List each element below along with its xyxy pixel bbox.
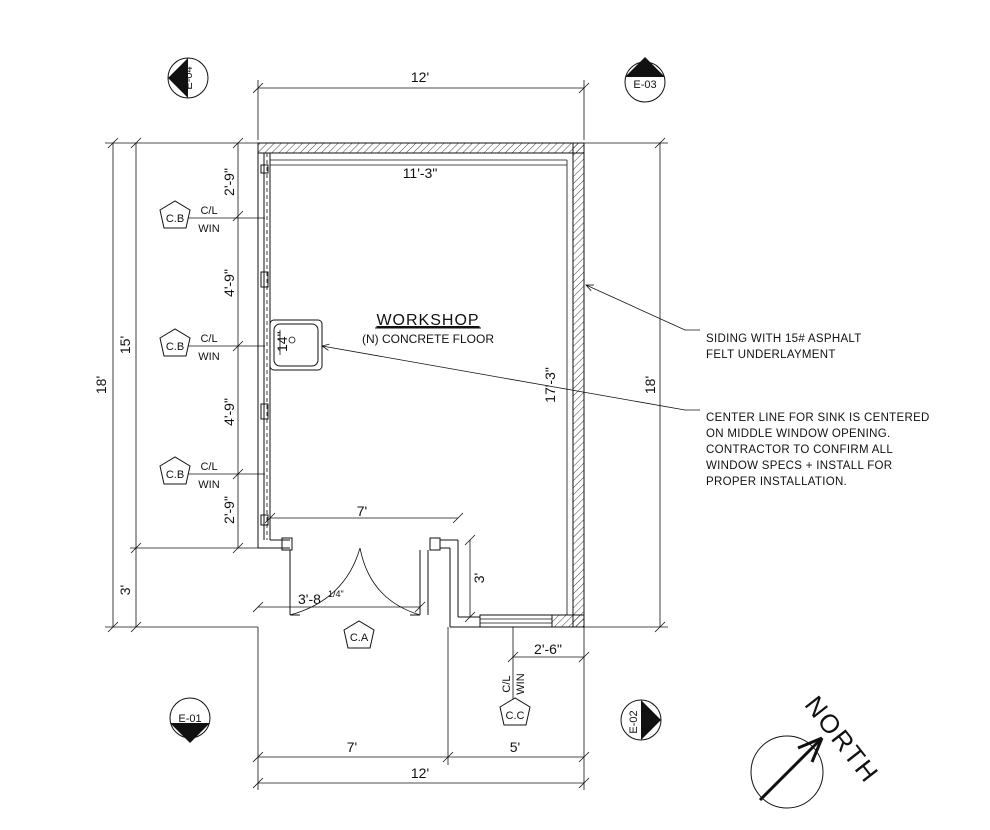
dim-left-18: 18' (93, 376, 109, 394)
note-sink-line1: CENTER LINE FOR SINK IS CENTERED (706, 412, 930, 424)
tag-label: C.B (166, 341, 184, 353)
tag-label: C.A (350, 632, 369, 644)
tag-cl: C/L (200, 205, 217, 217)
window-tag-cb-3[interactable]: C.B C/L WIN (159, 456, 265, 491)
elevation-label: E-02 (628, 710, 640, 733)
note-siding-line1: SIDING WITH 15# ASPHALT (706, 333, 862, 345)
tag-cl: C/L (501, 675, 513, 692)
dimension-lines (105, 80, 668, 790)
dim-window-d: 2'-9" (221, 496, 237, 524)
note-sink-line2: ON MIDDLE WINDOW OPENING. (706, 428, 890, 440)
dim-door: 3'-8 (298, 591, 321, 607)
dim-bottom-7: 7' (347, 739, 357, 755)
elevation-label: E-03 (633, 79, 656, 91)
callout-leaders (322, 285, 700, 411)
room-name: WORKSHOP (376, 312, 479, 329)
tag-win: WIN (515, 673, 527, 694)
tag-cl: C/L (200, 333, 217, 345)
dim-right-18: 18' (642, 376, 658, 394)
note-sink-line5: PROPER INSTALLATION. (706, 476, 847, 488)
dim-interior-depth: 17'-3" (542, 367, 558, 403)
tag-label: C.B (166, 469, 184, 481)
door-tag-ca[interactable]: C.A (343, 620, 375, 649)
dim-door-fraction: 1/4" (328, 589, 344, 599)
dim-interior-width: 11'-3" (403, 165, 438, 181)
sink-dimension: 14" (274, 331, 290, 352)
north-label: NORTH (799, 690, 885, 789)
elevation-label: E-04 (183, 66, 195, 89)
dim-window-a: 2'-9" (221, 168, 237, 196)
dim-porch-7: 7' (357, 503, 367, 519)
north-arrow: NORTH (750, 690, 885, 809)
tag-cl: C/L (200, 461, 217, 473)
note-sink-line4: WINDOW SPECS + INSTALL FOR (706, 460, 892, 472)
elevation-marker-e02[interactable]: E-02 (620, 699, 662, 741)
doors (289, 547, 429, 616)
dim-bottom-12: 12' (411, 765, 429, 781)
dim-window-c-width: 2'-6" (534, 641, 562, 657)
dim-top-overall: 12' (411, 69, 429, 85)
dim-left-15: 15' (117, 336, 133, 354)
tag-win: WIN (198, 479, 219, 491)
dim-left-3: 3' (117, 585, 133, 595)
note-siding-line2: FELT UNDERLAYMENT (706, 349, 836, 361)
window-tag-cc[interactable]: C.C C/L WIN (499, 673, 531, 726)
note-sink-line3: CONTRACTOR TO CONFIRM ALL (706, 444, 893, 456)
elevation-marker-e04[interactable]: E-04 (167, 57, 209, 99)
elevation-label: E-01 (178, 713, 201, 725)
dim-porch-3: 3' (471, 573, 487, 583)
tag-label: C.C (506, 710, 525, 722)
elevation-marker-e01[interactable]: E-01 (169, 697, 211, 743)
elevation-marker-e03[interactable]: E-03 (624, 57, 666, 103)
window-tag-cb-2[interactable]: C.B C/L WIN (159, 328, 265, 363)
window-tag-cb-1[interactable]: C.B C/L WIN (159, 200, 265, 235)
dim-window-c: 4'-9" (221, 398, 237, 426)
tag-win: WIN (198, 351, 219, 363)
dim-bottom-5: 5' (510, 739, 520, 755)
tag-label: C.B (166, 213, 184, 225)
tag-win: WIN (198, 223, 219, 235)
room-floor: (N) CONCRETE FLOOR (362, 332, 494, 346)
walls (257, 142, 585, 628)
dim-window-b: 4'-9" (221, 269, 237, 297)
